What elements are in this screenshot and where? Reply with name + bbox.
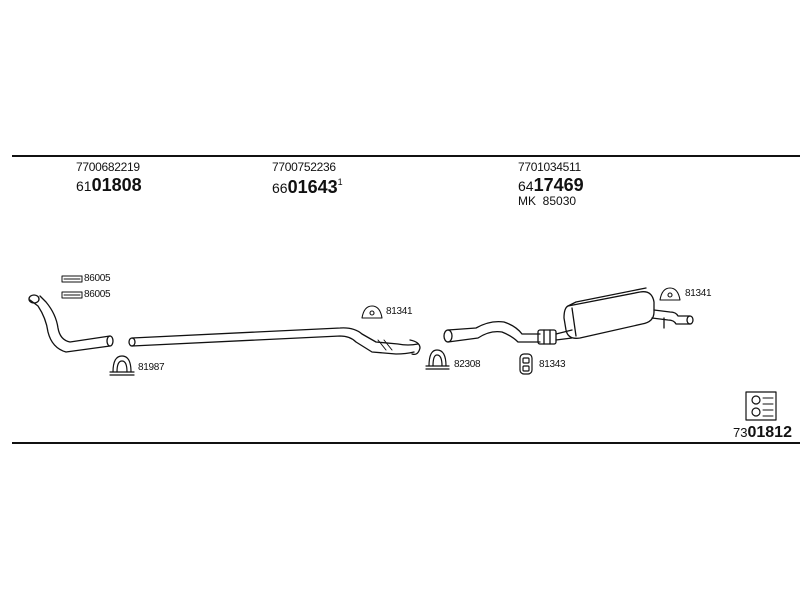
oe-number-middle-pipe: 7700752236: [272, 160, 336, 174]
footnote-marker: 1: [337, 177, 343, 187]
label-u-clip: 82308: [454, 359, 481, 370]
rear-muffler-drawing: [443, 287, 694, 345]
label-clamp: 86005: [84, 289, 111, 300]
bottom-rule: [12, 442, 800, 444]
part-number-front-pipe: 6101808: [76, 175, 142, 196]
oe-number-front-pipe: 7700682219: [76, 160, 140, 174]
u-clip-icon: [425, 349, 450, 370]
reference-main: 01812: [747, 424, 792, 441]
top-rule: [12, 155, 800, 157]
part-number-rear-muffler: 6417469: [518, 175, 584, 196]
part-number-prefix: 61: [76, 178, 92, 194]
label-rubber-hanger: 81341: [685, 288, 712, 299]
part-number-main: 01808: [91, 175, 142, 195]
clamp-icon: [61, 275, 83, 299]
part-number-main: 01643: [287, 177, 338, 197]
oe-number-rear-muffler: 7701034511: [518, 160, 581, 174]
mounting-kit-code: 85030: [542, 194, 577, 208]
catalog-reference-icon: [745, 391, 777, 421]
reference-prefix: 73: [733, 425, 748, 440]
label-u-clip: 81987: [138, 362, 165, 373]
part-number-prefix: 64: [518, 178, 534, 194]
rubber-ring-icon: [519, 353, 533, 375]
catalog-reference-number: 7301812: [733, 424, 792, 442]
middle-pipe-drawing: [128, 327, 421, 356]
rubber-hanger-icon: [659, 287, 681, 301]
label-clamp: 86005: [84, 273, 111, 284]
front-pipe-drawing: [28, 294, 114, 353]
mounting-kit-number: MK 85030: [518, 194, 576, 208]
part-number-prefix: 66: [272, 180, 288, 196]
part-number-middle-pipe: 66016431: [272, 177, 343, 198]
part-number-main: 17469: [533, 175, 584, 195]
rubber-hanger-icon: [361, 305, 383, 319]
mounting-kit-prefix: MK: [518, 194, 536, 208]
label-rubber-hanger: 81341: [386, 306, 413, 317]
u-clip-icon: [109, 355, 135, 376]
label-rubber-ring: 81343: [539, 359, 566, 370]
